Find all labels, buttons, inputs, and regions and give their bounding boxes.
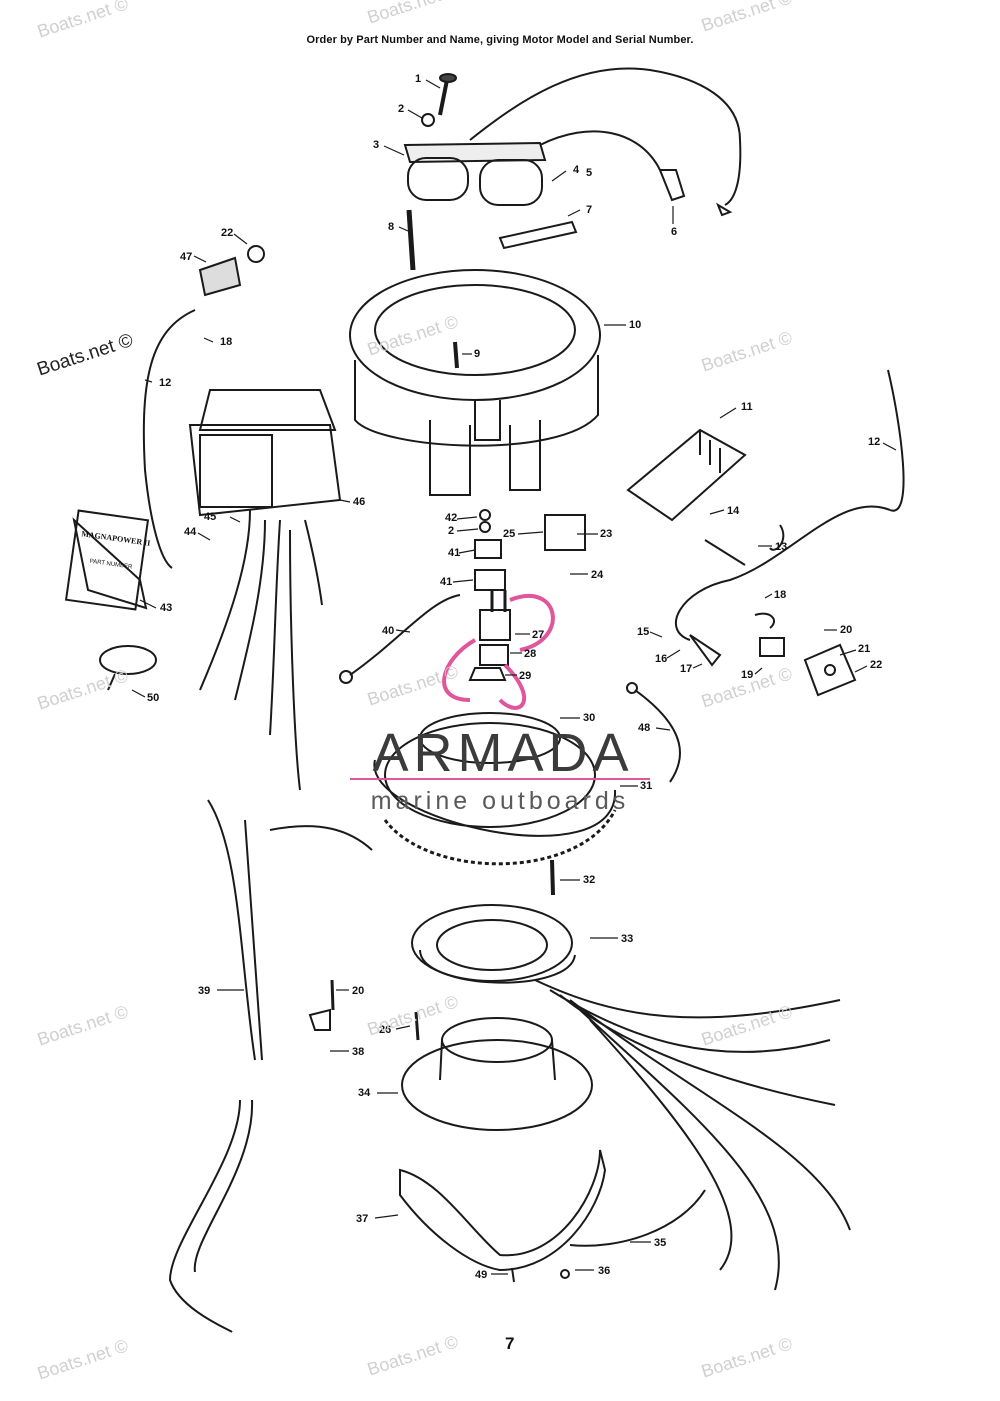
callout-label: 27 [532,629,544,641]
callout-label: 32 [583,874,595,886]
callout-label: 24 [591,569,604,581]
callout-label: 18 [220,336,232,348]
callout-label: 39 [198,985,210,997]
callout-label: 21 [858,643,870,655]
callout-label: 8 [388,221,394,233]
callout-label: 5 [586,167,592,179]
callout-label: 2 [398,103,404,115]
brand-tagline: marine outboards [370,787,630,815]
callout-label: 2 [448,525,454,537]
nameplate-line2: PART NUMBER [89,559,133,571]
callout-label: 46 [353,496,365,508]
callout-label: 29 [519,670,531,682]
callout-label: 25 [503,528,515,540]
callout-label: 11 [741,401,753,413]
brand-logo-swoosh [442,593,555,710]
callout-label: 26 [379,1024,391,1036]
nameplate: MAGNAPOWER II PART NUMBER [81,529,151,571]
callout-label: 36 [598,1265,610,1277]
callout-label: 3 [373,139,379,151]
page-header: Order by Part Number and Name, giving Mo… [306,34,694,46]
leader-lines [131,79,897,1275]
callout-label: 13 [775,541,787,553]
callout-label: 15 [637,626,649,638]
callout-label: 20 [840,624,852,636]
callout-label: 50 [147,692,159,704]
callout-label: 43 [160,602,172,614]
callout-label: 1 [415,73,421,85]
callout-labels: 1 2 3 4 5 6 7 8 22 47 18 12 10 9 11 12 4… [147,73,882,1281]
callout-label: 47 [180,251,192,263]
callout-label: 44 [184,526,197,538]
callout-label: 18 [774,589,786,601]
callout-label: 12 [868,436,880,448]
callout-label: 20 [352,985,364,997]
callout-label: 34 [358,1087,371,1099]
callout-label: 41 [448,547,460,559]
brand-name: ARMADA [372,723,634,783]
callout-label: 9 [474,348,480,360]
callout-label: 6 [671,226,677,238]
page-number: 7 [505,1334,515,1353]
callout-label: 12 [159,377,171,389]
callout-label: 38 [352,1046,364,1058]
callout-label: 45 [204,511,216,523]
callout-label: 30 [583,712,595,724]
callout-label: 40 [382,625,394,637]
callout-label: 23 [600,528,612,540]
callout-label: 16 [655,653,667,665]
callout-label: 10 [629,319,641,331]
callout-label: 14 [727,505,740,517]
callout-label: 22 [221,227,233,239]
callout-label: 35 [654,1237,666,1249]
callout-label: 7 [586,204,592,216]
callout-label: 37 [356,1213,368,1225]
callout-label: 31 [640,780,652,792]
callout-label: 22 [870,659,882,671]
callout-label: 48 [638,722,650,734]
callout-label: 19 [741,669,753,681]
callout-label: 4 [573,164,580,176]
callout-label: 17 [680,663,692,675]
nameplate-line1: MAGNAPOWER II [81,529,151,548]
callout-label: 28 [524,648,536,660]
callout-label: 42 [445,512,457,524]
callout-label: 33 [621,933,633,945]
callout-label: 49 [475,1269,487,1281]
callout-label: 41 [440,576,452,588]
